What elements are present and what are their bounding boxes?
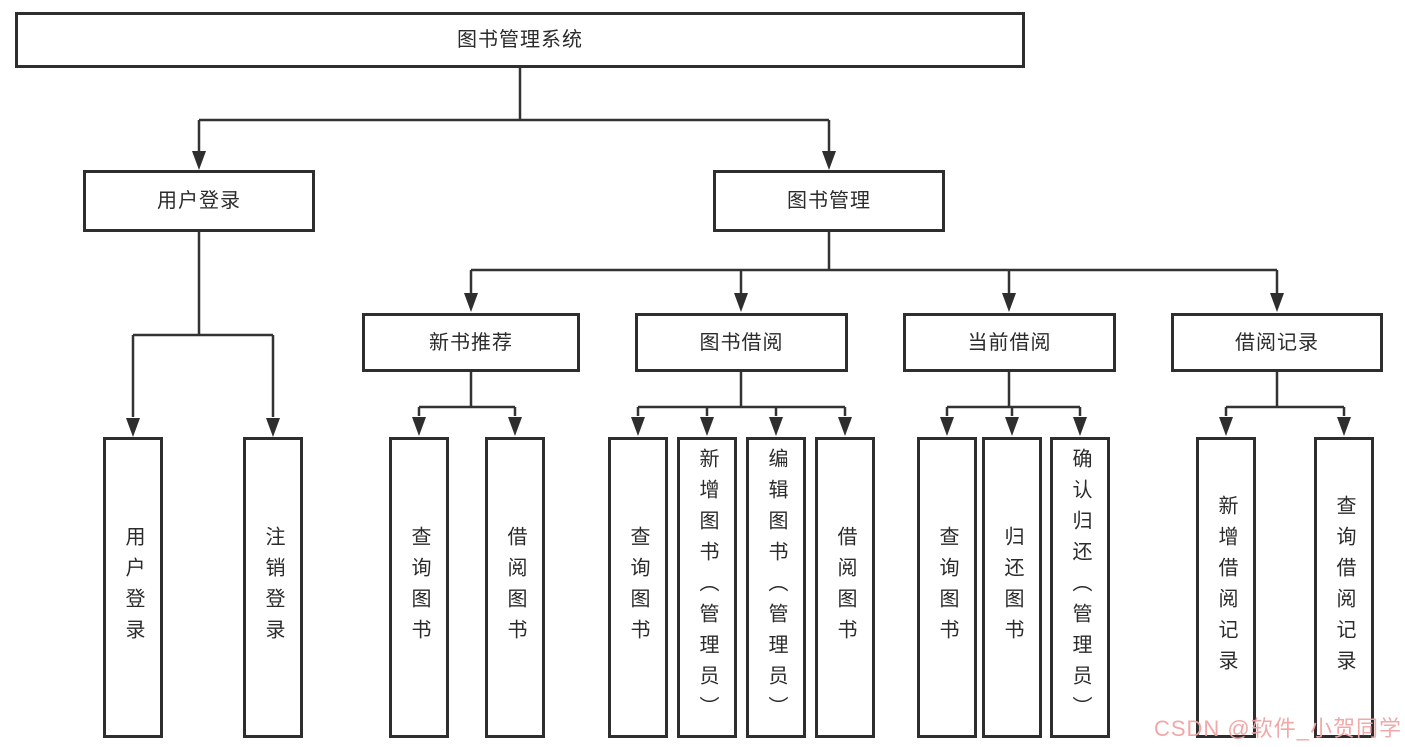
leaf-logout-login: 注销登录: [243, 437, 303, 738]
leaf-return-books-label: 归还图书: [1001, 525, 1023, 650]
leaf-query-borrow-record: 查询借阅记录: [1314, 437, 1374, 738]
node-book-borrow: 图书借阅: [635, 313, 848, 372]
leaf-add-books-admin-label: 新增图书（管理员）: [696, 448, 718, 727]
leaf-query-books-borrow-label: 查询图书: [627, 525, 649, 650]
node-user-login: 用户登录: [83, 170, 315, 232]
leaf-query-books-current: 查询图书: [917, 437, 977, 738]
leaf-query-books-current-label: 查询图书: [936, 525, 958, 650]
node-borrow-records-label: 借阅记录: [1235, 331, 1319, 354]
leaf-add-borrow-record: 新增借阅记录: [1196, 437, 1256, 738]
leaf-query-books-borrow: 查询图书: [608, 437, 668, 738]
leaf-query-books-recommend-label: 查询图书: [408, 525, 430, 650]
node-book-management-label: 图书管理: [787, 190, 871, 212]
node-current-borrow-label: 当前借阅: [967, 331, 1052, 354]
leaf-add-books-admin: 新增图书（管理员）: [677, 437, 737, 738]
leaf-borrow-books-label: 借阅图书: [834, 525, 856, 650]
leaf-confirm-return-admin-label: 确认归还（管理员）: [1069, 448, 1091, 727]
node-library-system-label: 图书管理系统: [457, 29, 583, 51]
leaf-add-borrow-record-label: 新增借阅记录: [1215, 494, 1237, 681]
leaf-return-books: 归还图书: [982, 437, 1042, 738]
leaf-edit-books-admin: 编辑图书（管理员）: [746, 437, 806, 738]
node-new-book-recommend-label: 新书推荐: [429, 331, 513, 354]
leaf-edit-books-admin-label: 编辑图书（管理员）: [765, 448, 787, 727]
node-borrow-records: 借阅记录: [1171, 313, 1383, 372]
node-new-book-recommend: 新书推荐: [362, 313, 580, 372]
leaf-user-login-label: 用户登录: [122, 525, 144, 650]
node-library-system: 图书管理系统: [15, 12, 1025, 68]
watermark: CSDN @软件_小贺同学: [1153, 716, 1402, 741]
node-book-borrow-label: 图书借阅: [699, 331, 784, 354]
leaf-confirm-return-admin: 确认归还（管理员）: [1050, 437, 1110, 738]
node-book-management: 图书管理: [713, 170, 945, 232]
leaf-borrow-books-recommend: 借阅图书: [485, 437, 545, 738]
node-user-login-label: 用户登录: [157, 190, 241, 212]
node-current-borrow: 当前借阅: [903, 313, 1116, 372]
leaf-user-login: 用户登录: [103, 437, 163, 738]
leaf-borrow-books-recommend-label: 借阅图书: [504, 525, 526, 650]
leaf-logout-login-label: 注销登录: [262, 525, 284, 650]
leaf-query-borrow-record-label: 查询借阅记录: [1333, 494, 1355, 681]
leaf-borrow-books: 借阅图书: [815, 437, 875, 738]
leaf-query-books-recommend: 查询图书: [389, 437, 449, 738]
